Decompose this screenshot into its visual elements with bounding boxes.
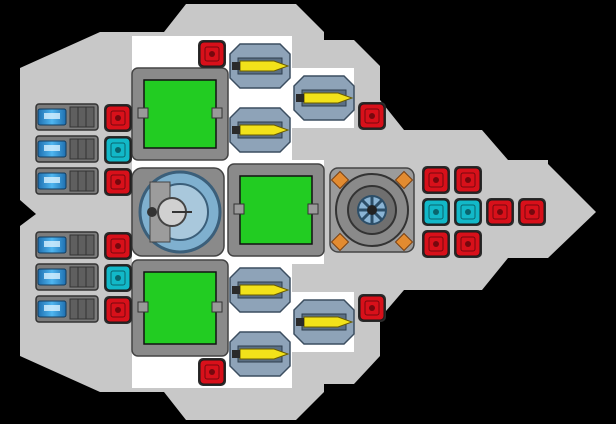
room-top[interactable] — [131, 67, 229, 161]
red-system-block[interactable] — [422, 230, 450, 258]
thruster-icon[interactable] — [35, 295, 99, 323]
thruster-icon[interactable] — [35, 263, 99, 291]
cyan-system-block[interactable] — [104, 136, 132, 164]
red-system-block[interactable] — [198, 40, 226, 68]
cyan-system-block[interactable] — [104, 264, 132, 292]
laser-turret-icon[interactable] — [229, 331, 291, 377]
reactor-module[interactable] — [329, 167, 415, 253]
red-system-block[interactable] — [518, 198, 546, 226]
thruster-icon[interactable] — [35, 103, 99, 131]
red-system-block[interactable] — [358, 102, 386, 130]
cyan-system-block[interactable] — [422, 198, 450, 226]
laser-turret-icon[interactable] — [229, 43, 291, 89]
room-center[interactable] — [227, 163, 325, 257]
red-system-block[interactable] — [486, 198, 514, 226]
red-system-block[interactable] — [358, 294, 386, 322]
laser-turret-icon[interactable] — [293, 299, 355, 345]
red-system-block[interactable] — [104, 168, 132, 196]
laser-turret-icon[interactable] — [229, 107, 291, 153]
cyan-system-block[interactable] — [454, 198, 482, 226]
thruster-icon[interactable] — [35, 135, 99, 163]
red-system-block[interactable] — [198, 358, 226, 386]
thruster-icon[interactable] — [35, 167, 99, 195]
system-block-layer — [104, 40, 546, 386]
laser-turret-icon[interactable] — [229, 267, 291, 313]
cockpit-module[interactable] — [131, 167, 225, 257]
red-system-block[interactable] — [454, 166, 482, 194]
red-system-block[interactable] — [104, 296, 132, 324]
red-system-block[interactable] — [104, 232, 132, 260]
thruster-icon[interactable] — [35, 231, 99, 259]
room-bottom[interactable] — [131, 259, 229, 357]
red-system-block[interactable] — [422, 166, 450, 194]
turret-layer — [229, 43, 355, 377]
laser-turret-icon[interactable] — [293, 75, 355, 121]
red-system-block[interactable] — [454, 230, 482, 258]
thruster-layer — [35, 103, 99, 323]
red-system-block[interactable] — [104, 104, 132, 132]
